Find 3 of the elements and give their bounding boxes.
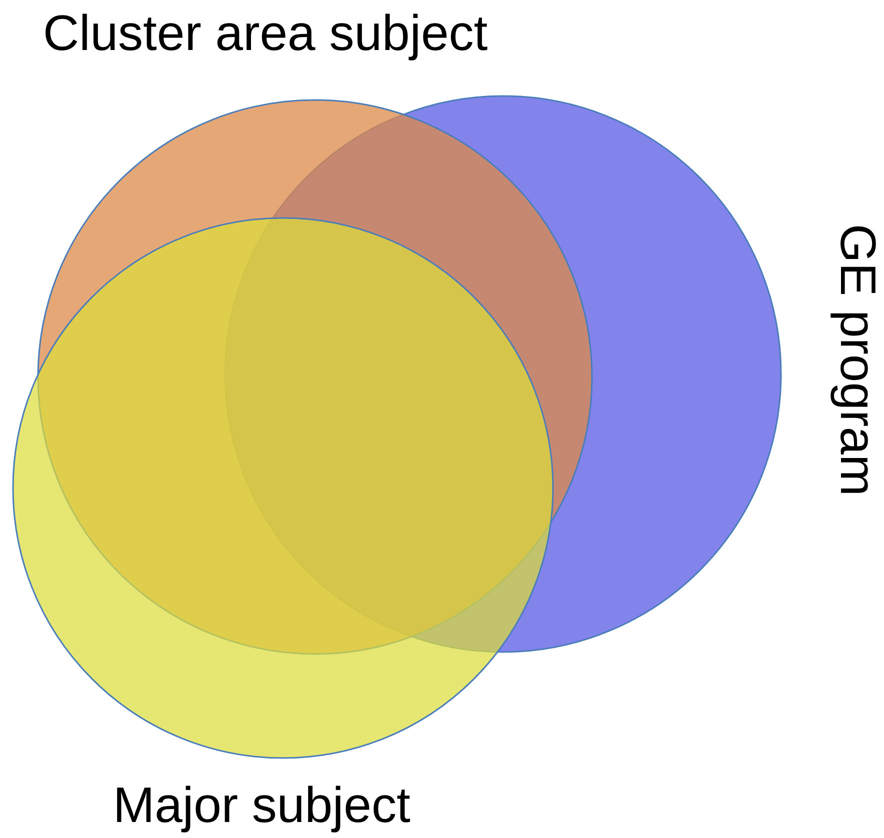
- set-label: Major subject: [113, 780, 410, 830]
- set-label: Cluster area subject: [43, 8, 488, 58]
- set-label: GE program: [833, 224, 883, 496]
